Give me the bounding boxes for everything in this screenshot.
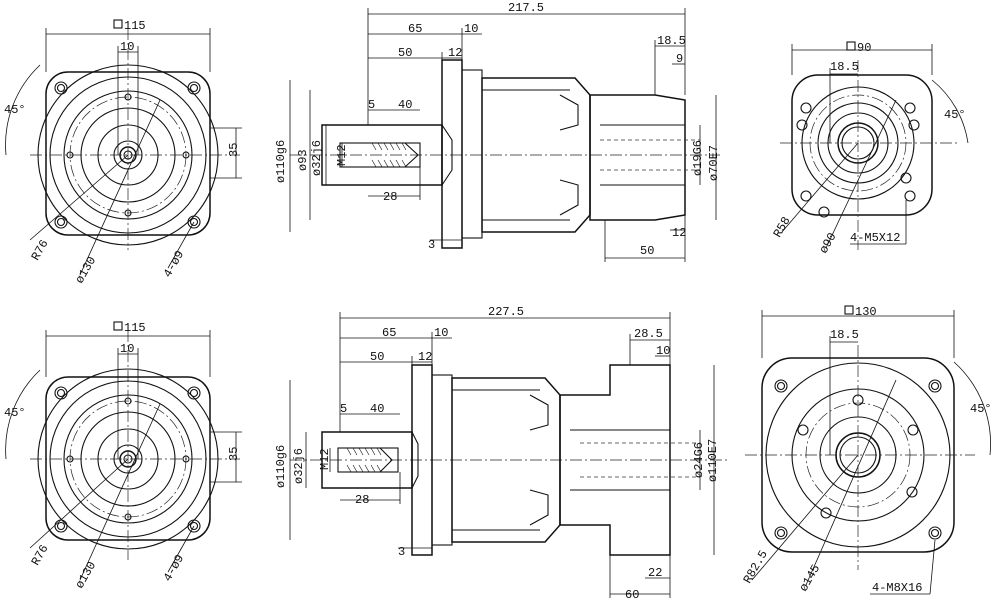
dim-12-top: 12 (448, 46, 462, 60)
dim-28-5-bottom: 28.5 (634, 327, 663, 341)
output-flange-front-view-bottom (5, 330, 242, 581)
gearbox-side-view-bottom-labels: 227.5 65 10 50 12 5 40 28 3 28.5 10 22 6… (274, 305, 720, 601)
dim-50-bottom: 50 (370, 350, 384, 364)
dim-bolt-circle-top-right: ø90 (817, 230, 840, 256)
gearbox-side-view-bottom (289, 312, 730, 598)
square-symbol (113, 19, 123, 29)
dim-dia-32-top: ø32j6 (310, 140, 324, 176)
dim-offset-top-left: 10 (120, 40, 134, 54)
dim-65-bottom: 65 (382, 326, 396, 340)
dim-angle-top-right: 45° (944, 108, 966, 122)
dim-dia-19-top: ø19G6 (691, 140, 705, 176)
dim-50-bottom-top: 50 (640, 244, 654, 258)
dim-thread-bottom: M12 (318, 448, 332, 470)
dim-offset-bottom-left: 10 (120, 342, 134, 356)
dim-offset-bottom-right: 18.5 (830, 328, 859, 342)
dim-18-5-top: 18.5 (657, 34, 686, 48)
dim-angle-bottom-left: 45° (4, 406, 26, 420)
dim-overall-length-bottom: 227.5 (488, 305, 524, 319)
dim-60-bottom: 60 (625, 588, 639, 601)
dim-square-bottom-left: 115 (124, 321, 146, 335)
dim-holes-bottom-left: 4-ø9 (161, 552, 188, 584)
dim-holes-top-left: 4-ø9 (161, 248, 188, 280)
dim-dia-32-bottom: ø32j6 (292, 448, 306, 484)
dim-radius-bottom-right: R82.5 (741, 548, 771, 586)
dim-holes-top-right: 4-M5X12 (850, 231, 900, 245)
square-symbol (113, 321, 123, 331)
dim-50-top: 50 (398, 46, 412, 60)
dim-3-top: 3 (428, 238, 435, 252)
dim-dia-93-top: ø93 (296, 149, 310, 171)
dim-28-bottom: 28 (355, 493, 369, 507)
dim-angle-bottom-right: 45° (970, 402, 992, 416)
dim-40-top: 40 (398, 98, 412, 112)
dim-square-top-right: 90 (857, 41, 871, 55)
dim-10-top: 10 (464, 22, 478, 36)
motor-flange-view-top (780, 44, 969, 250)
dim-radius-top-left: R76 (29, 237, 52, 263)
dim-dia-110e-bottom: ø110E7 (706, 439, 720, 482)
gearbox-side-view-top (289, 8, 720, 262)
dim-bolt-circle-bottom-left: ø130 (73, 559, 100, 591)
dim-9-top: 9 (676, 52, 683, 66)
motor-flange-view-top-labels: 90 18.5 45° R58 ø90 4-M5X12 (771, 41, 966, 256)
dim-height-bottom-left: 35 (227, 447, 241, 461)
dim-12-bottom: 12 (418, 350, 432, 364)
dim-dia-24-bottom: ø24G6 (692, 442, 706, 478)
dim-angle-top-left: 45° (4, 103, 26, 117)
dim-thread-top: M12 (335, 144, 349, 166)
dim-10-bottom: 10 (434, 326, 448, 340)
dim-5-bottom: 5 (340, 402, 347, 416)
square-symbol (846, 41, 856, 51)
square-symbol (844, 305, 854, 315)
dim-65-top: 65 (408, 22, 422, 36)
dim-bolt-circle-top-left: ø130 (73, 254, 100, 286)
dim-dia-70-top: ø70E7 (707, 145, 721, 181)
dim-offset-top-right: 18.5 (830, 60, 859, 74)
dim-overall-length-top: 217.5 (508, 1, 544, 15)
dim-10-right-bottom: 10 (656, 344, 670, 358)
dim-radius-top-right: R58 (771, 214, 794, 240)
dim-dia-110-bottom: ø110g6 (274, 445, 288, 488)
dim-12-bottom-top: 12 (672, 226, 686, 240)
dim-bolt-circle-bottom-right: ø145 (797, 562, 824, 594)
gearbox-side-view-top-labels: 217.5 65 10 50 12 5 40 28 3 18.5 9 12 50… (274, 1, 721, 258)
dim-dia-110-top: ø110g6 (274, 140, 288, 183)
dim-3-bottom: 3 (398, 545, 405, 559)
dim-28-top: 28 (383, 190, 397, 204)
dim-square-bottom-right: 130 (855, 305, 877, 319)
dim-40-bottom: 40 (370, 402, 384, 416)
output-flange-front-view-top (5, 28, 242, 276)
dim-holes-bottom-right: 4-M8X16 (872, 581, 922, 595)
dim-22-bottom: 22 (648, 566, 662, 580)
dim-5-top: 5 (368, 98, 375, 112)
dim-square-top-left: 115 (124, 19, 146, 33)
motor-flange-view-bottom (745, 310, 991, 595)
dim-height-top-left: 35 (227, 143, 241, 157)
